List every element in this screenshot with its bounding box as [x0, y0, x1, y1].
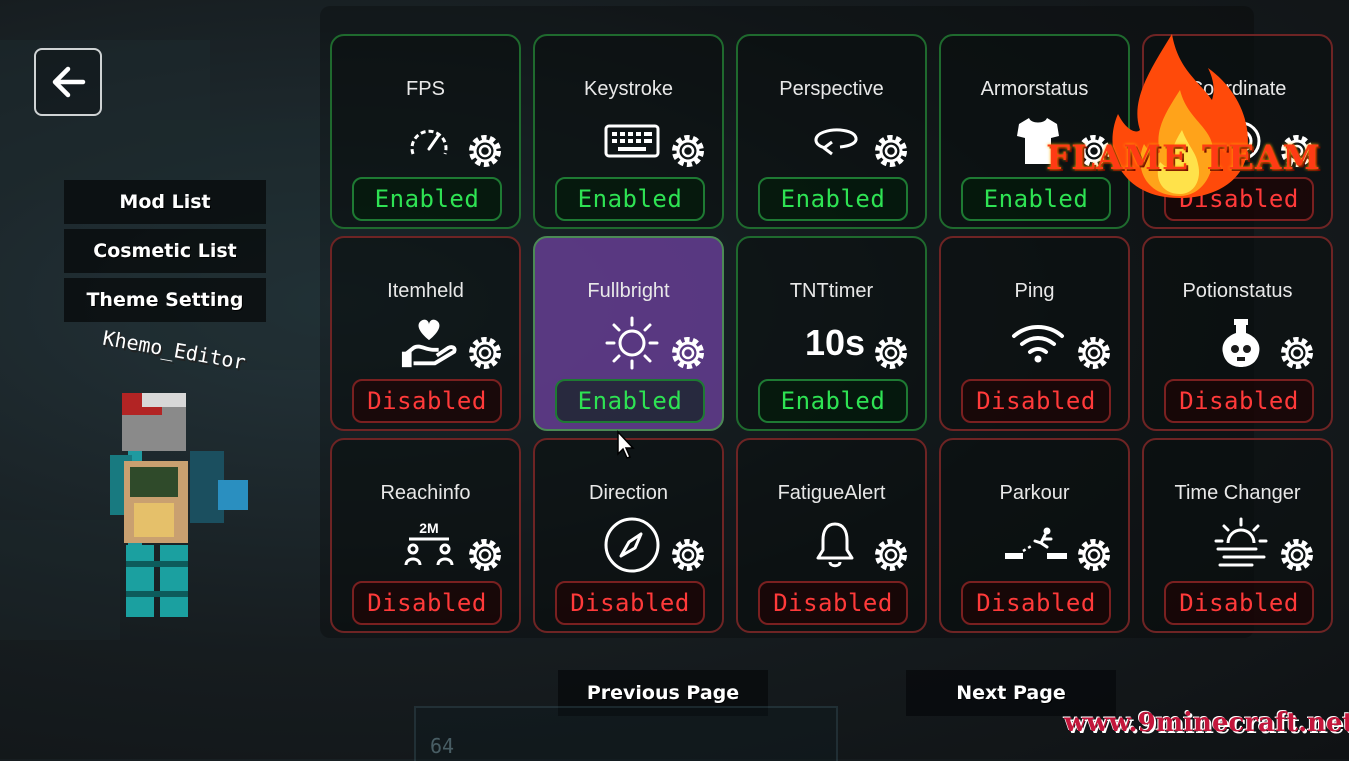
mod-card-armorstatus[interactable]: Armorstatus Enabled [939, 34, 1130, 229]
mod-name: FatigueAlert [777, 482, 886, 504]
gear-icon[interactable] [669, 536, 707, 574]
parkour-runner-icon [1001, 520, 1071, 570]
gear-icon[interactable] [1075, 536, 1113, 574]
gear-icon[interactable] [1075, 132, 1113, 170]
mod-name: Time Changer [1174, 482, 1301, 504]
mod-card-fatiguealert[interactable]: FatigueAlert Disabled [736, 438, 927, 633]
back-button[interactable] [34, 48, 102, 116]
gear-icon[interactable] [1278, 334, 1316, 372]
mod-name: Direction [589, 482, 668, 504]
gear-icon[interactable] [669, 334, 707, 372]
mod-card-ping[interactable]: Ping Disabled [939, 236, 1130, 431]
wifi-icon [1009, 318, 1067, 368]
gear-icon[interactable] [466, 536, 504, 574]
hand-heart-icon [400, 318, 458, 368]
gear-icon[interactable] [669, 132, 707, 170]
flame-icon [1112, 34, 1248, 198]
status-toggle[interactable]: Disabled [961, 379, 1111, 423]
potion-skull-icon [1212, 318, 1270, 368]
gear-icon[interactable] [1278, 536, 1316, 574]
side-menu: Mod List Cosmetic List Theme Setting [64, 180, 266, 327]
gear-icon[interactable] [872, 334, 910, 372]
mod-name: Armorstatus [980, 78, 1089, 100]
status-toggle[interactable]: Disabled [352, 581, 502, 625]
reach-distance-icon: 2M [400, 520, 458, 570]
mod-name: Ping [1014, 280, 1055, 302]
status-toggle[interactable]: Disabled [352, 379, 502, 423]
status-toggle[interactable]: Enabled [758, 379, 908, 423]
background-block [0, 520, 120, 640]
mod-name: Reachinfo [380, 482, 471, 504]
gear-icon[interactable] [1278, 132, 1316, 170]
status-toggle[interactable]: Enabled [555, 379, 705, 423]
mod-card-potionstatus[interactable]: Potionstatus Disabled [1142, 236, 1333, 431]
status-toggle[interactable]: Disabled [1164, 581, 1314, 625]
menu-mod-list[interactable]: Mod List [64, 180, 266, 224]
status-toggle[interactable]: Enabled [352, 177, 502, 221]
flame-team-logo-text: FLAME TEAM [1046, 138, 1322, 178]
compass-icon [603, 517, 661, 573]
gear-icon[interactable] [466, 132, 504, 170]
watermark: www.9minecraft.net [1064, 708, 1349, 738]
mod-name: Keystroke [584, 78, 673, 100]
mod-card-reachinfo[interactable]: Reachinfo 2M Disabled [330, 438, 521, 633]
timer-text-icon: 10s [800, 318, 870, 368]
status-toggle[interactable]: Enabled [555, 177, 705, 221]
status-toggle[interactable]: Disabled [758, 581, 908, 625]
sun-haze-icon [1212, 517, 1270, 570]
next-page-button[interactable]: Next Page [906, 670, 1116, 716]
hotbar [414, 706, 838, 761]
previous-page-button[interactable]: Previous Page [558, 670, 768, 716]
keyboard-icon [603, 116, 661, 166]
menu-cosmetic-list[interactable]: Cosmetic List [64, 229, 266, 273]
bell-icon [806, 520, 864, 570]
arrow-left-icon [52, 66, 86, 98]
status-toggle[interactable]: Disabled [555, 581, 705, 625]
mod-card-itemheld[interactable]: Itemheld Disabled [330, 236, 521, 431]
gear-icon[interactable] [872, 536, 910, 574]
mod-card-keystroke[interactable]: Keystroke Enabled [533, 34, 724, 229]
mod-name: Fullbright [587, 280, 670, 302]
mod-card-perspective[interactable]: Perspective Enabled [736, 34, 927, 229]
hotbar-item-count: 64 [430, 734, 455, 758]
status-toggle[interactable]: Enabled [758, 177, 908, 221]
player-avatar [110, 393, 248, 617]
sun-icon [603, 316, 661, 370]
speedometer-icon [400, 116, 458, 166]
menu-theme-setting[interactable]: Theme Setting [64, 278, 266, 322]
mod-card-time-changer[interactable]: Time Changer Disabled [1142, 438, 1333, 633]
mod-card-fullbright[interactable]: Fullbright Enabled [533, 236, 724, 431]
gear-icon[interactable] [466, 334, 504, 372]
mod-name: Perspective [779, 78, 884, 100]
mod-name: Coordinate [1188, 78, 1287, 100]
mod-name: Potionstatus [1182, 280, 1293, 302]
mod-card-direction[interactable]: Direction Disabled [533, 438, 724, 633]
status-toggle[interactable]: Disabled [961, 581, 1111, 625]
gear-icon[interactable] [1075, 334, 1113, 372]
mod-name: FPS [406, 78, 445, 100]
timer-text: 10s [804, 322, 866, 363]
mod-name: Itemheld [387, 280, 464, 302]
gear-icon[interactable] [872, 132, 910, 170]
mod-card-tnttimer[interactable]: TNTtimer 10s Enabled [736, 236, 927, 431]
mod-name: Parkour [999, 482, 1070, 504]
mod-card-fps[interactable]: FPS Enabled [330, 34, 521, 229]
rotate-view-icon [806, 116, 864, 166]
reach-distance-text: 2M [419, 520, 439, 536]
mod-card-parkour[interactable]: Parkour Disabled [939, 438, 1130, 633]
mouse-cursor-icon [617, 430, 635, 459]
mod-name: TNTtimer [789, 280, 874, 302]
status-toggle[interactable]: Disabled [1164, 379, 1314, 423]
status-toggle[interactable]: Enabled [961, 177, 1111, 221]
shirt-icon [1009, 116, 1067, 166]
